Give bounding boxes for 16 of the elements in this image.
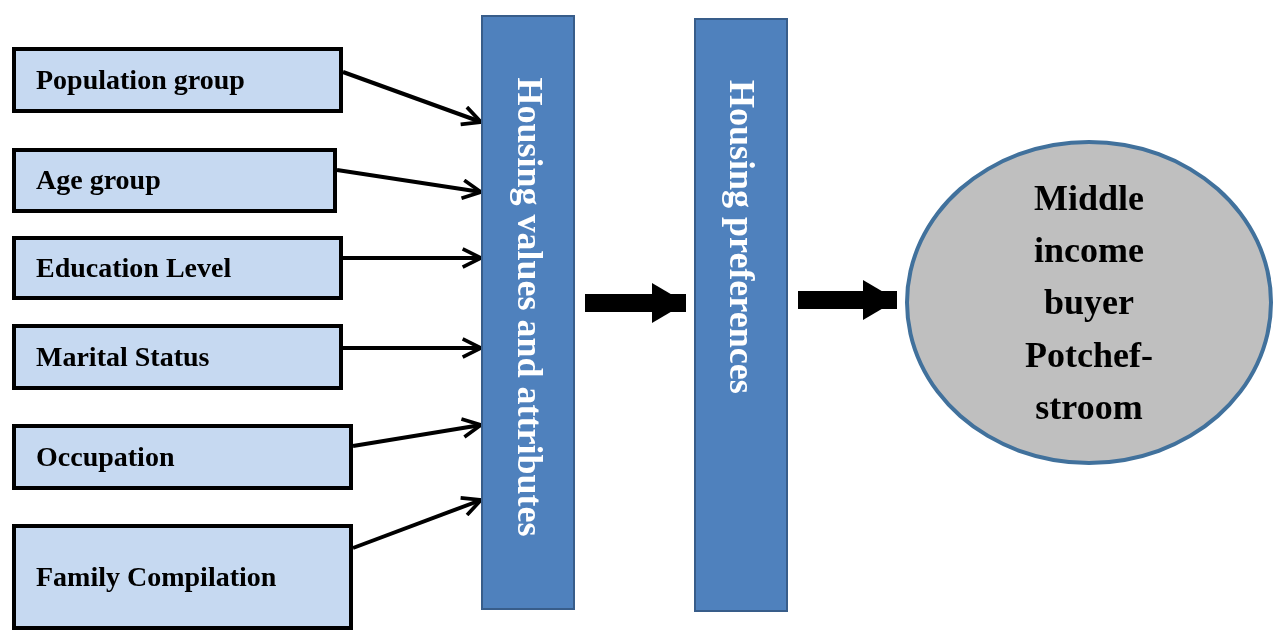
factor-box: Age group: [12, 148, 337, 213]
factor-box: Education Level: [12, 236, 343, 300]
factor-box: Marital Status: [12, 324, 343, 390]
ellipse: Middle income buyer Potchef-stroom: [905, 140, 1273, 465]
arrow: [343, 337, 483, 359]
vertical-bar: Housing values and attributes: [481, 15, 575, 610]
vertical-bar: Housing preferences: [694, 18, 788, 612]
factor-box: Population group: [12, 47, 343, 113]
block-arrow: [798, 283, 897, 317]
arrow: [352, 417, 483, 448]
arrow: [342, 70, 483, 127]
arrow: [352, 496, 483, 550]
factor-box: Family Compilation: [12, 524, 353, 630]
arrow: [343, 247, 483, 269]
factor-box: Occupation: [12, 424, 353, 490]
arrow: [336, 168, 483, 201]
